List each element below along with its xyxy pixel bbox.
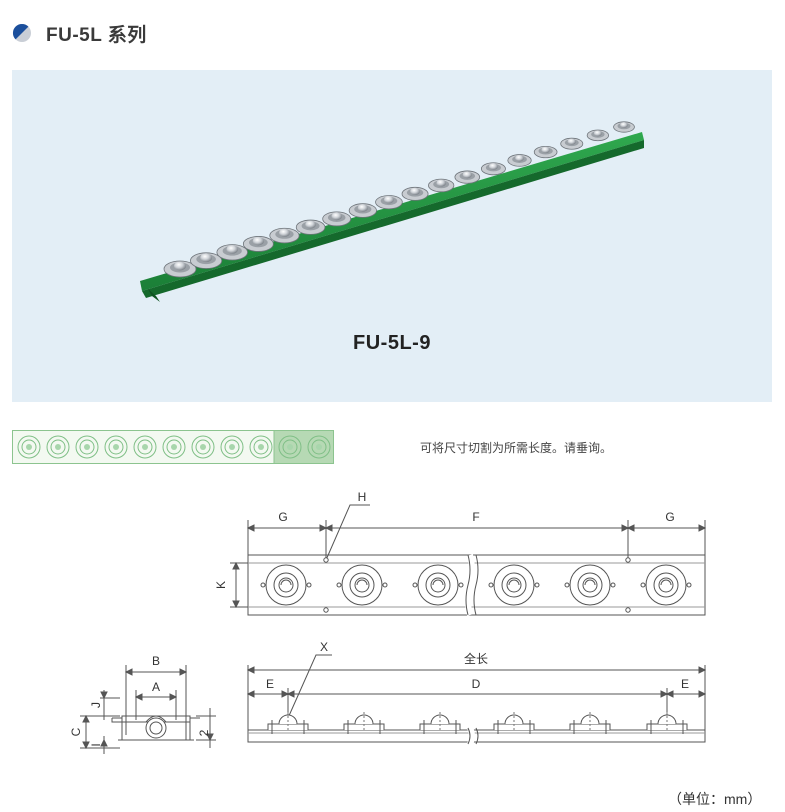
strip-unit [104, 435, 128, 459]
product-image-panel: FU-5L-9 [12, 70, 772, 402]
strip-unit [191, 435, 215, 459]
dim-label-a: A [152, 680, 160, 694]
side-view-unit [419, 712, 461, 734]
product-caption: FU-5L-9 [353, 332, 431, 354]
dim-label-e-right: E [681, 677, 689, 691]
dim-label-k: K [214, 581, 228, 589]
dim-label-g-left: G [278, 510, 287, 524]
ball-transfer-unit [375, 195, 403, 210]
ball-transfer-unit [190, 252, 223, 269]
dim-label-total-length: 全长 [464, 651, 488, 666]
ball-transfer-unit [216, 244, 248, 261]
unit-note: （单位：mm） [668, 791, 762, 807]
top-view-unit [640, 564, 692, 606]
strip-unit [220, 435, 244, 459]
dim-label-2: 2 [197, 729, 211, 736]
ball-transfer-unit [480, 162, 506, 176]
strip-unit [17, 435, 41, 459]
dim-label-e-left: E [266, 677, 274, 691]
side-view-unit [646, 712, 688, 734]
ball-transfer-rail-image [140, 121, 644, 302]
dim-label-i: I [89, 743, 103, 746]
ball-transfer-unit [507, 154, 532, 167]
half-circle-icon [12, 23, 31, 42]
dim-label-j: J [89, 702, 103, 708]
strip-unit [162, 435, 186, 459]
strip-unit [46, 435, 70, 459]
dim-label-d: D [472, 677, 481, 691]
ball-transfer-unit [269, 227, 300, 244]
dim-label-h: H [358, 490, 367, 504]
top-view-unit [336, 564, 388, 606]
strip-unit [307, 435, 331, 459]
dim-label-f: F [472, 510, 479, 524]
top-view-unit [488, 564, 540, 606]
cut-length-note: 可将尺寸切割为所需长度。请垂询。 [420, 441, 613, 455]
side-view-unit [267, 712, 309, 734]
side-view-unit [493, 712, 535, 734]
dim-label-g-right: G [665, 510, 674, 524]
ball-transfer-unit [613, 121, 635, 133]
cut-length-strip [12, 430, 334, 464]
strip-unit [278, 435, 302, 459]
strip-unit [75, 435, 99, 459]
dim-label-x: X [320, 640, 328, 654]
ball-transfer-unit [586, 129, 610, 142]
ball-transfer-unit [533, 145, 558, 159]
section-header: FU-5L 系列 [12, 18, 147, 48]
strip-unit [249, 435, 273, 459]
ball-transfer-unit [322, 211, 352, 227]
top-view-unit [564, 564, 616, 606]
strip-unit [133, 435, 157, 459]
side-view-unit [343, 712, 385, 734]
side-view-unit [569, 712, 611, 734]
ball-transfer-unit [401, 186, 429, 201]
ball-transfer-unit [295, 219, 326, 235]
ball-transfer-unit [242, 236, 274, 252]
ball-transfer-unit [428, 178, 455, 193]
section-title: FU-5L 系列 [46, 24, 147, 46]
dim-label-c: C [69, 727, 83, 736]
ball-transfer-unit [348, 203, 377, 218]
dim-label-b: B [152, 654, 160, 668]
ball-transfer-unit [560, 137, 584, 150]
top-view-unit [412, 564, 464, 606]
ball-transfer-unit [163, 260, 197, 278]
ball-transfer-unit [454, 170, 481, 184]
top-view-unit [260, 564, 312, 606]
